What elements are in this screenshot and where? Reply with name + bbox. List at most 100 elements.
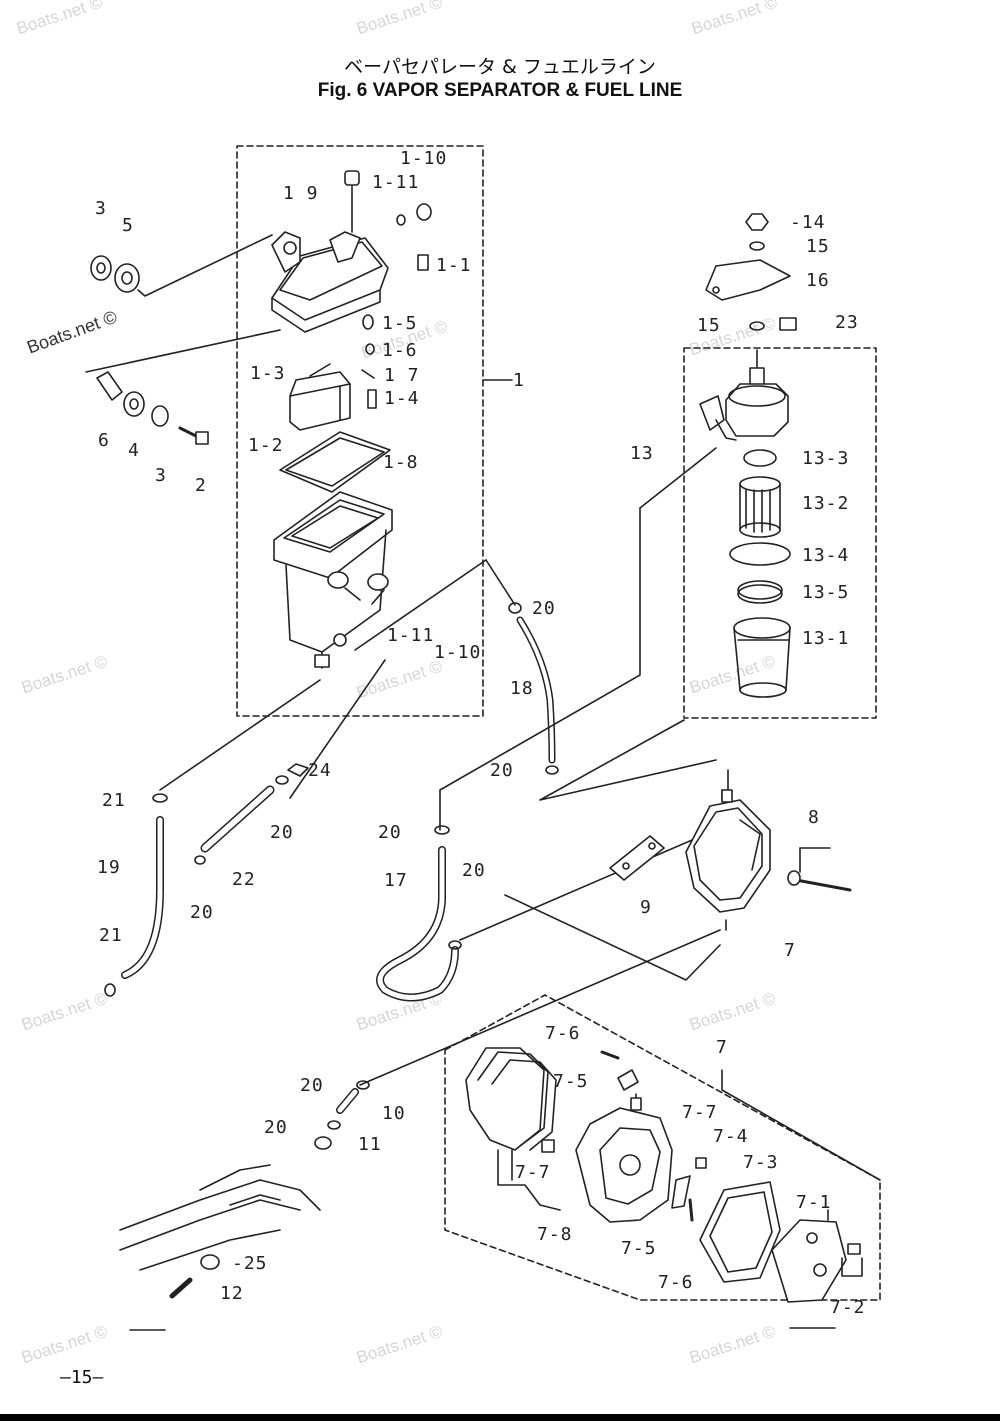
part-label: 2: [195, 475, 207, 496]
hose-fill: [202, 787, 273, 851]
part-label: 7-8: [537, 1224, 573, 1245]
pump-gasket: [609, 835, 665, 881]
screw: [695, 1157, 707, 1169]
part-label: 13: [630, 443, 654, 464]
part-label: 13-2: [802, 493, 850, 514]
joint: [169, 1277, 193, 1299]
leader-line: [359, 929, 721, 1086]
part-label: 7-3: [743, 1152, 779, 1173]
leader-line: [439, 507, 641, 831]
clip: [508, 602, 522, 614]
washer: [90, 255, 112, 281]
part-label: 7-2: [830, 1297, 866, 1318]
hose-fill: [377, 847, 458, 1000]
filter-cup: [733, 617, 791, 698]
hose: [121, 816, 164, 979]
clip: [104, 983, 116, 997]
leader-line: [841, 1257, 863, 1277]
pump-cover: [771, 1209, 847, 1303]
part-label: 12: [220, 1283, 244, 1304]
part-label: 8: [808, 807, 820, 828]
part-label: 20: [532, 598, 556, 619]
part-label: 7-1: [796, 1192, 832, 1213]
clip: [434, 825, 450, 835]
filter-element: [739, 476, 781, 538]
part-label: 20: [378, 822, 402, 843]
clip: [327, 1120, 341, 1130]
part-label: 7-6: [545, 1023, 581, 1044]
clip: [152, 793, 168, 803]
part-label: 5: [122, 215, 134, 236]
hose-short-fill: [337, 1089, 358, 1113]
clip: [275, 775, 289, 785]
bolt: [794, 878, 852, 892]
clip: [356, 1080, 370, 1090]
part-label: 7-5: [553, 1071, 589, 1092]
clip: [545, 765, 559, 775]
part-label: 3: [155, 465, 167, 486]
part-label: 1-5: [382, 313, 418, 334]
part-label: 20: [490, 760, 514, 781]
washer: [365, 343, 375, 355]
part-label: 13-3: [802, 448, 850, 469]
gasket: [279, 431, 391, 493]
o-ring-large: [729, 542, 791, 566]
filter-head: [699, 349, 789, 441]
part-label: 1-10: [434, 642, 482, 663]
leader-line: [159, 679, 321, 791]
part-label: -14: [790, 212, 826, 233]
washer: [200, 1254, 220, 1270]
grommet-hole: [129, 398, 139, 410]
part-label: 10: [382, 1103, 406, 1124]
part-label: 20: [264, 1117, 288, 1138]
grommet: [114, 263, 140, 293]
part-label: 20: [190, 902, 214, 923]
leader-line: [137, 234, 273, 297]
part-label: 1-11: [387, 625, 435, 646]
part-label: 7-4: [713, 1126, 749, 1147]
check-valve: [671, 1175, 691, 1209]
part-label: 20: [462, 860, 486, 881]
part-label: 16: [806, 270, 830, 291]
valve-retainer: [617, 1069, 639, 1091]
fuel-filter-assembly-box: [683, 347, 877, 719]
part-label: 15: [697, 315, 721, 336]
part-label: 1-6: [382, 340, 418, 361]
leader-line: [485, 559, 516, 606]
part-label: 1-11: [372, 172, 420, 193]
part-label: 21: [102, 790, 126, 811]
fuel-pump: [685, 769, 771, 931]
part-label: 13-1: [802, 628, 850, 649]
filter-bracket: [705, 213, 797, 331]
washer-hole: [96, 262, 106, 274]
ring-edge: [737, 584, 783, 604]
hose-fill: [518, 618, 554, 762]
washer: [151, 405, 169, 427]
separator-cover: [271, 170, 432, 333]
part-label: 1-3: [250, 363, 286, 384]
leader-line: [354, 559, 487, 651]
part-label: 6: [98, 430, 110, 451]
engine-base-fragment: [119, 1164, 321, 1271]
hole: [622, 862, 630, 870]
leader-line: [504, 894, 721, 981]
part-label: 7-6: [658, 1272, 694, 1293]
washer: [787, 870, 801, 886]
valve: [367, 389, 377, 409]
part-label: 3: [95, 198, 107, 219]
part-label: 7: [716, 1037, 728, 1058]
leader-line: [497, 1149, 561, 1211]
leader-line: [85, 329, 281, 373]
screw: [600, 1050, 620, 1060]
title-english: Fig. 6 VAPOR SEPARATOR & FUEL LINE: [317, 80, 683, 101]
part-label: 13-5: [802, 582, 850, 603]
part-label: 17: [384, 870, 408, 891]
part-label: 19: [97, 857, 121, 878]
pump-body: [575, 1093, 673, 1223]
part-label: 9: [640, 897, 652, 918]
collar: [96, 371, 123, 401]
part-label: 11: [358, 1134, 382, 1155]
o-ring: [743, 449, 777, 467]
leader-line: [289, 659, 386, 799]
